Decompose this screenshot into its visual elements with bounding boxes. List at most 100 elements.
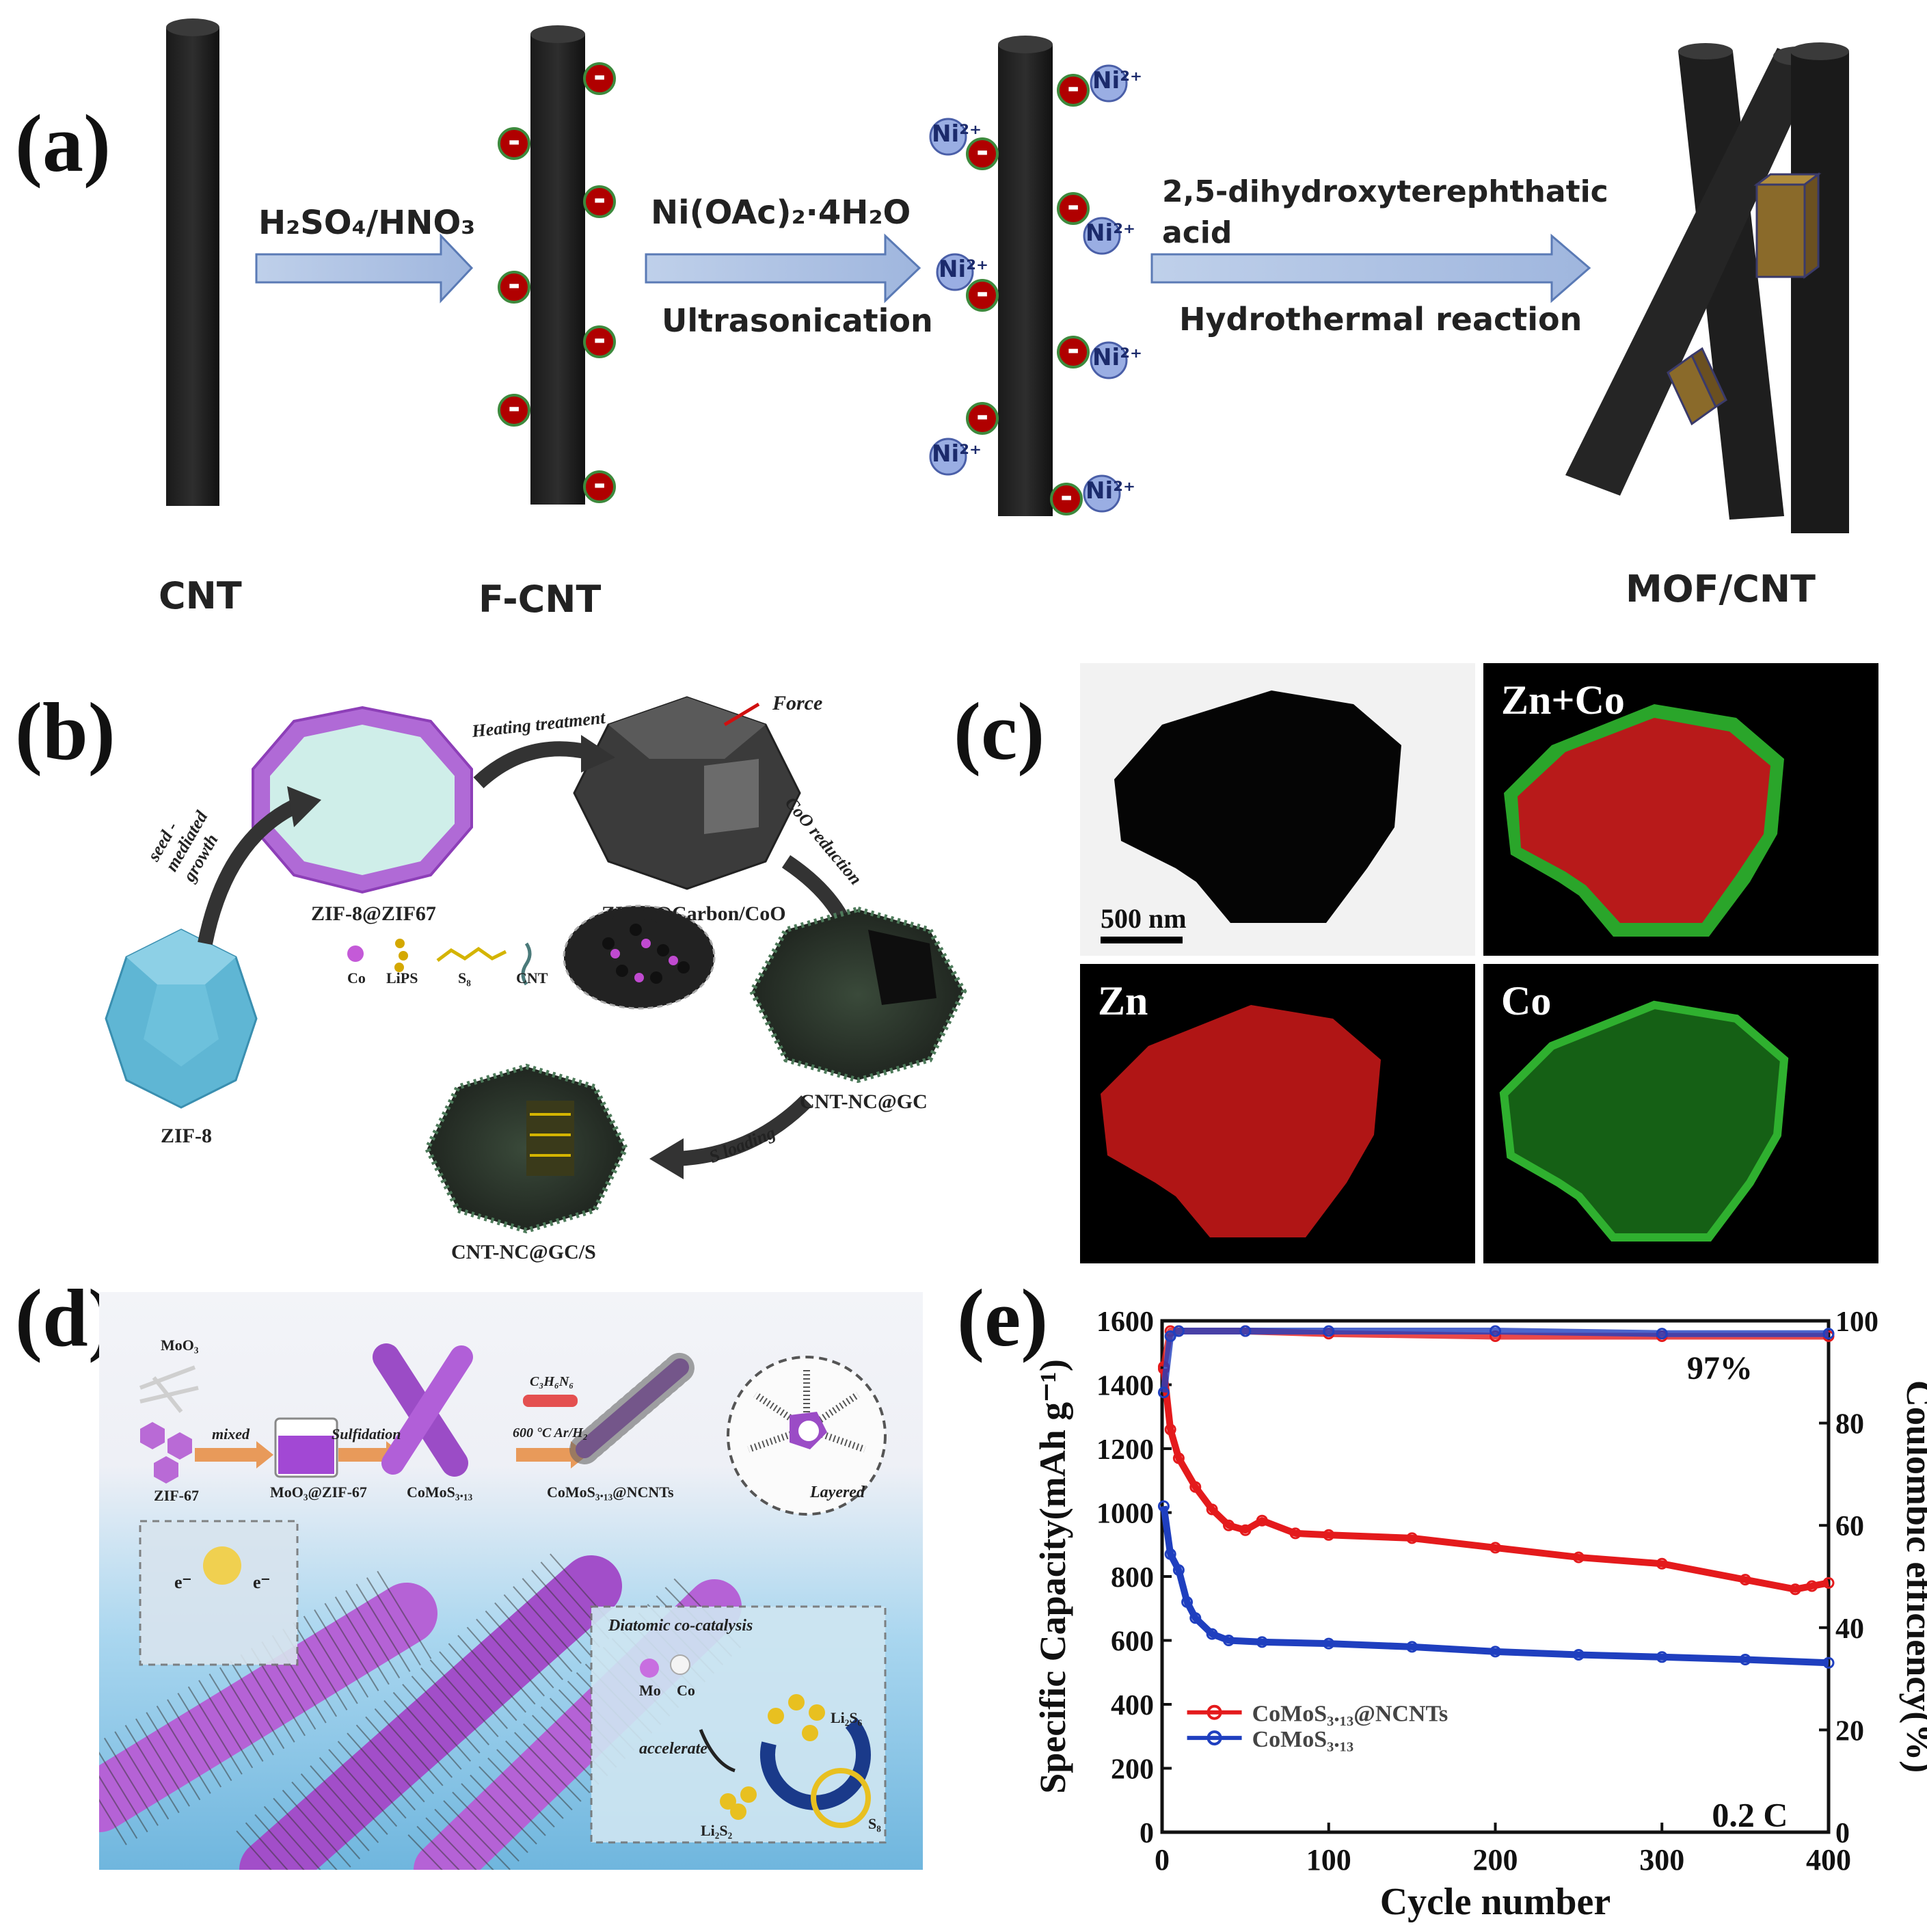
data-point xyxy=(1189,1612,1202,1624)
ni-cnt-rod xyxy=(998,36,1053,516)
label-cnt: CNT xyxy=(159,574,242,617)
label-force: Force xyxy=(772,692,823,714)
ni-ion-label: Ni²⁺ xyxy=(939,256,988,283)
label-carbon-coo: ZIF-8@Carbon/CoO xyxy=(602,902,786,925)
arrow-1 xyxy=(255,233,474,304)
d-moo3-zif67: MoO₃@ZIF-67 xyxy=(270,1484,367,1501)
map-zn: Zn xyxy=(1080,964,1475,1263)
data-point xyxy=(1822,1328,1835,1340)
y2-tick-label: 0 xyxy=(1835,1818,1850,1849)
d-moo3: MoO₃ xyxy=(161,1337,199,1354)
d-li2s6: Li₂S₆ xyxy=(831,1709,863,1726)
data-point xyxy=(1206,1628,1218,1640)
data-point xyxy=(1822,1577,1835,1589)
y2-tick-label: 60 xyxy=(1835,1511,1864,1542)
arrow-s xyxy=(676,1095,812,1166)
data-point xyxy=(1656,1557,1668,1570)
y-axis-label: Specific Capacity(mAh g⁻¹) xyxy=(1032,1359,1073,1794)
y-tick-label: 1600 xyxy=(1096,1306,1154,1338)
cnt-legend-icon xyxy=(521,942,532,986)
panel-b-scheme xyxy=(105,696,967,1234)
panel-b-label: (b) xyxy=(15,686,116,777)
tem-image: 500 nm xyxy=(1080,663,1475,956)
y2-axis-label: Coulombic efficiency(%) xyxy=(1899,1380,1927,1773)
data-point xyxy=(1806,1580,1818,1592)
mof-cnt-bundle xyxy=(1565,42,1849,533)
data-point xyxy=(1822,1656,1835,1669)
d-electron-left: e⁻ xyxy=(174,1572,192,1592)
y-tick-label: 200 xyxy=(1111,1754,1154,1786)
step3-method: Hydrothermal reaction xyxy=(1179,301,1582,338)
cnt-rod xyxy=(166,18,219,506)
d-mixed: mixed xyxy=(212,1425,250,1443)
co-atom xyxy=(670,1654,690,1675)
map-co: Co xyxy=(1483,964,1878,1263)
data-point xyxy=(1406,1641,1418,1653)
data-point xyxy=(1572,1649,1585,1661)
data-point xyxy=(1739,1574,1751,1586)
comos-ncnts-icon xyxy=(569,1352,695,1464)
label-cnt-nc-gc-s: CNT-NC@GC/S xyxy=(451,1241,596,1263)
data-point xyxy=(1157,1500,1170,1512)
y-tick-label: 0 xyxy=(1140,1818,1154,1849)
legend-co: Co xyxy=(347,969,366,987)
series-line xyxy=(1160,1505,1829,1667)
data-point xyxy=(1656,1328,1668,1340)
legend-marker xyxy=(1207,1704,1222,1720)
data-point xyxy=(1256,1636,1268,1648)
y2-tick-label: 20 xyxy=(1835,1715,1864,1747)
data-point xyxy=(1157,1386,1170,1399)
legend-cnt: CNT xyxy=(516,969,548,987)
step2-method: Ultrasonication xyxy=(662,302,933,339)
d-comos: CoMoS₃.₁₃ xyxy=(407,1484,473,1501)
data-point xyxy=(1323,1529,1335,1541)
mo-atom xyxy=(640,1659,659,1678)
data-point xyxy=(1172,1564,1185,1577)
y-tick-label: 400 xyxy=(1111,1690,1154,1721)
d-diatomic: Diatomic co-catalysis xyxy=(608,1617,753,1635)
annotation-ce: 97% xyxy=(1687,1350,1753,1386)
data-point xyxy=(1164,1423,1176,1436)
data-point xyxy=(1164,1330,1176,1342)
data-point xyxy=(1739,1654,1751,1666)
map-label-zn: Zn xyxy=(1098,978,1148,1023)
step1-reagent: H₂SO₄/HNO₃ xyxy=(258,204,476,242)
arrow-3 xyxy=(1150,233,1591,304)
y-tick-label: 1000 xyxy=(1096,1499,1154,1530)
s8-legend-icon xyxy=(436,946,507,962)
legend-label: CoMoS₃.₁₃@NCNTs xyxy=(1252,1702,1448,1727)
legend-marker xyxy=(1207,1730,1222,1746)
data-point xyxy=(1223,1635,1235,1646)
data-point xyxy=(1172,1452,1185,1464)
ni-rod-charges xyxy=(966,74,1090,515)
cnt-nc-gc-particle xyxy=(749,906,967,1084)
zif67-cubes-icon xyxy=(140,1422,192,1484)
step2-reagent: Ni(OAc)₂·4H₂O xyxy=(651,193,911,232)
li2s2-molecule xyxy=(720,1786,757,1820)
data-point xyxy=(1789,1583,1801,1596)
ni-ion-label: Ni²⁺ xyxy=(1086,219,1135,247)
d-condition: 600 °C Ar/H₂ xyxy=(513,1425,588,1440)
y-tick-label: 600 xyxy=(1111,1626,1154,1658)
scale-bar-label: 500 nm xyxy=(1101,903,1187,934)
data-point xyxy=(1164,1548,1176,1560)
panel-a-label: (a) xyxy=(15,98,111,189)
x-tick-label: 0 xyxy=(1155,1843,1170,1877)
panel-d-label: (d) xyxy=(15,1272,116,1363)
ni-ion-label: Ni²⁺ xyxy=(932,440,982,468)
step3-reagent-line1: 2,5-dihydroxyterephthatic xyxy=(1162,174,1608,209)
data-point xyxy=(1206,1503,1218,1516)
data-point xyxy=(1256,1514,1268,1527)
data-point xyxy=(1490,1325,1501,1337)
x-axis-label: Cycle number xyxy=(1380,1881,1611,1923)
legend-lips: LiPS xyxy=(386,969,418,987)
annotation-rate: 0.2 C xyxy=(1712,1795,1788,1834)
li2s6-molecule xyxy=(768,1694,825,1741)
d-mo: Mo xyxy=(639,1682,661,1699)
x-tick-label: 300 xyxy=(1639,1843,1684,1877)
moo3-rods-icon xyxy=(139,1365,199,1413)
y2-tick-label: 80 xyxy=(1835,1409,1864,1440)
data-point xyxy=(1239,1325,1252,1337)
zoom-inset xyxy=(563,904,716,1010)
